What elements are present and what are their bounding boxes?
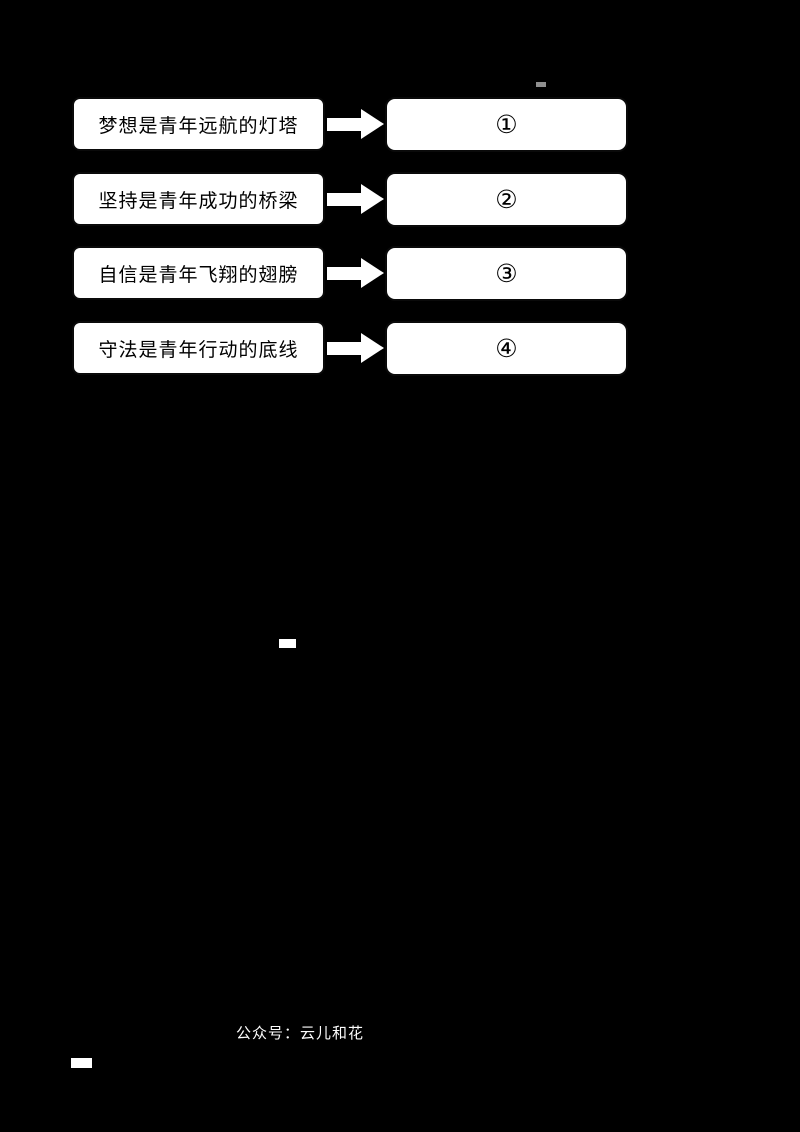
- statement-box-2: 坚持是青年成功的桥梁: [72, 172, 325, 226]
- arrow-right-icon-3: [327, 246, 385, 300]
- answer-box-1: ①: [385, 97, 628, 152]
- answer-label-1: ①: [495, 110, 518, 139]
- arrow-shaft: [327, 192, 361, 206]
- answer-box-4: ④: [385, 321, 628, 376]
- watermark-text: 公众号：云儿和花: [236, 1025, 365, 1042]
- arrow-shaft: [327, 117, 361, 131]
- statement-label-1: 梦想是青年远航的灯塔: [98, 115, 299, 137]
- arrow-head: [361, 333, 384, 363]
- statement-box-1: 梦想是青年远航的灯塔: [72, 97, 325, 151]
- statement-label-3: 自信是青年飞翔的翅膀: [98, 264, 299, 286]
- arrow-right-icon-1: [327, 97, 385, 151]
- answer-label-2: ②: [495, 185, 518, 214]
- arrow-shaft: [327, 341, 361, 355]
- arrow-right-icon-4: [327, 321, 385, 375]
- answer-label-4: ④: [495, 334, 518, 363]
- arrow-shaft: [327, 266, 361, 280]
- arrow-head: [361, 109, 384, 139]
- statement-box-4: 守法是青年行动的底线: [72, 321, 325, 375]
- stray-mark-bottom: [71, 1058, 92, 1068]
- stray-mark-middle: [279, 639, 296, 648]
- arrow-head: [361, 184, 384, 214]
- arrow-right-icon-2: [327, 172, 385, 226]
- arrow-head: [361, 258, 384, 288]
- answer-box-2: ②: [385, 172, 628, 227]
- statement-box-3: 自信是青年飞翔的翅膀: [72, 246, 325, 300]
- statement-label-2: 坚持是青年成功的桥梁: [98, 190, 299, 212]
- answer-label-3: ③: [495, 259, 518, 288]
- stray-mark-top: [536, 82, 546, 87]
- statement-label-4: 守法是青年行动的底线: [98, 339, 299, 361]
- answer-box-3: ③: [385, 246, 628, 301]
